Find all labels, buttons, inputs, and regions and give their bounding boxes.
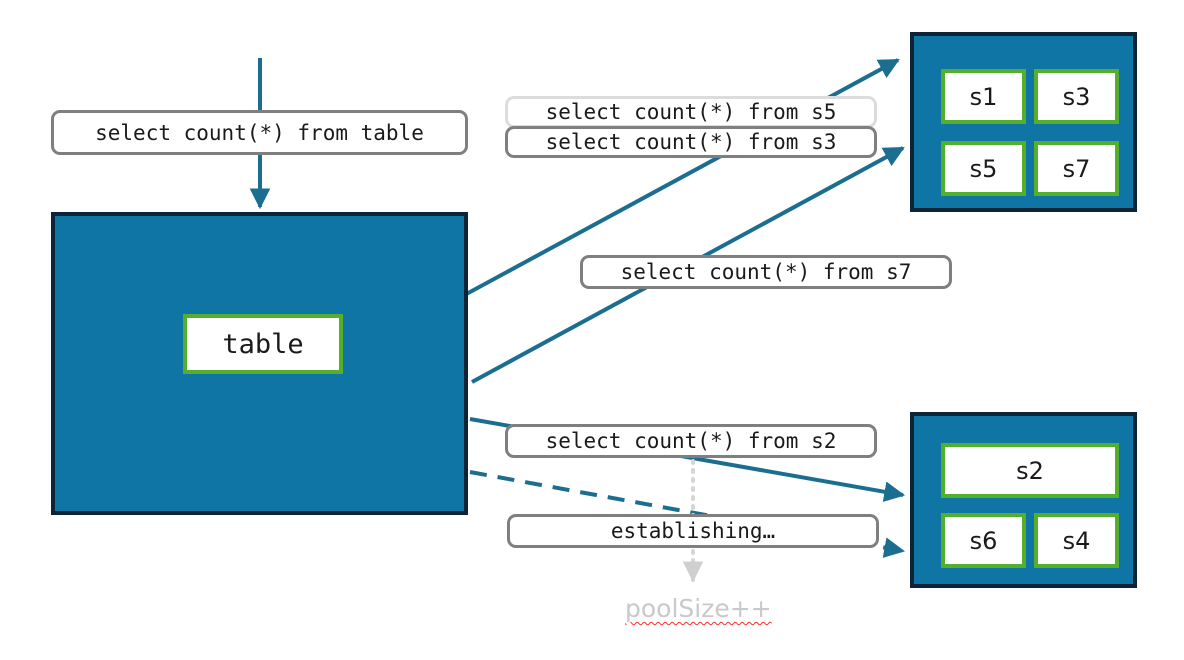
- session-label: s5: [969, 154, 998, 183]
- pill-query-s7[interactable]: select count(*) from s7: [580, 255, 952, 289]
- annotation-poolsize-label: poolSize++: [625, 594, 772, 623]
- session-box-s1[interactable]: s1: [941, 69, 1026, 124]
- annotation-poolsize: poolSize++: [625, 594, 772, 623]
- session-box-s7[interactable]: s7: [1034, 141, 1119, 196]
- table-container[interactable]: table: [51, 212, 468, 515]
- session-box-s3[interactable]: s3: [1034, 69, 1119, 124]
- pill-query-s5[interactable]: select count(*) from s5: [505, 96, 877, 128]
- pill-establishing[interactable]: establishing…: [507, 514, 879, 548]
- pill-query-s2[interactable]: select count(*) from s2: [505, 424, 877, 458]
- pill-incoming-query-label: select count(*) from table: [95, 120, 424, 145]
- pool-top-container[interactable]: s1 s3 s5 s7: [910, 32, 1137, 212]
- table-node-label: table: [222, 328, 304, 360]
- pill-incoming-query[interactable]: select count(*) from table: [51, 110, 468, 155]
- pill-establishing-label: establishing…: [610, 519, 776, 543]
- session-label: s3: [1062, 82, 1091, 111]
- pool-bottom-container[interactable]: s2 s6 s4: [910, 412, 1137, 588]
- session-box-s5[interactable]: s5: [941, 141, 1026, 196]
- session-label: s7: [1062, 154, 1091, 183]
- session-label: s2: [1016, 456, 1044, 485]
- session-box-s6[interactable]: s6: [941, 513, 1026, 568]
- pill-query-s5-label: select count(*) from s5: [545, 100, 837, 124]
- session-box-s2[interactable]: s2: [941, 443, 1119, 498]
- session-label: s6: [969, 526, 998, 555]
- session-box-s4[interactable]: s4: [1034, 513, 1119, 568]
- pill-query-s2-label: select count(*) from s2: [545, 429, 837, 453]
- pill-query-s3[interactable]: select count(*) from s3: [505, 126, 877, 158]
- session-label: s4: [1062, 526, 1091, 555]
- pill-query-s3-label: select count(*) from s3: [545, 130, 837, 154]
- session-label: s1: [969, 82, 998, 111]
- table-node[interactable]: table: [183, 314, 343, 374]
- pill-query-s7-label: select count(*) from s7: [620, 260, 912, 284]
